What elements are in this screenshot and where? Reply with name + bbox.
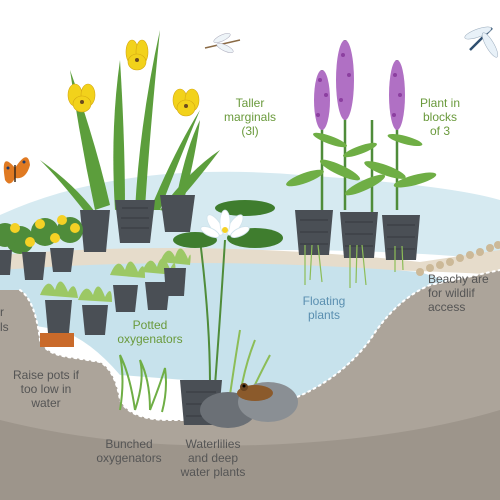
butterfly-icon (3, 157, 30, 184)
label-raise-pots: Raise pots if too low in water (12, 368, 80, 410)
damselfly-icon (204, 33, 241, 53)
soil-lower (0, 410, 500, 500)
left-pots (0, 248, 74, 280)
frog-icon (237, 383, 273, 401)
label-bunched-oxygenators: Bunched oxygenators (96, 437, 162, 465)
beach-pebbles (416, 241, 500, 276)
shelf-outline (19, 269, 500, 421)
label-potted-oxygenators: Potted oxygenators (117, 318, 183, 346)
label-beachy-area: Beachy are for wildlif access (428, 272, 489, 314)
dragonfly-icon (464, 26, 499, 58)
iris-flower-icon (67, 39, 200, 117)
bunched-oxygenators (119, 354, 167, 413)
label-left-edge-r: r (0, 305, 4, 319)
floating-plants (304, 244, 404, 288)
marigold-icon (0, 215, 83, 254)
loosestrife-icon (286, 40, 437, 215)
label-taller-marginals: Taller marginals (3l) (223, 96, 277, 138)
label-plant-blocks: Plant in blocks of 3 (419, 96, 461, 138)
water-lily-icon (173, 200, 283, 386)
potted-oxygenators (40, 248, 191, 347)
label-left-edge-ls: ls (0, 320, 9, 334)
raise-block (40, 333, 74, 347)
iris-plant (40, 30, 220, 212)
pot-mesh (121, 207, 415, 250)
label-floating-plants: Floating plants (302, 294, 346, 322)
label-waterlilies: Waterlilies and deep water plants (180, 437, 246, 479)
